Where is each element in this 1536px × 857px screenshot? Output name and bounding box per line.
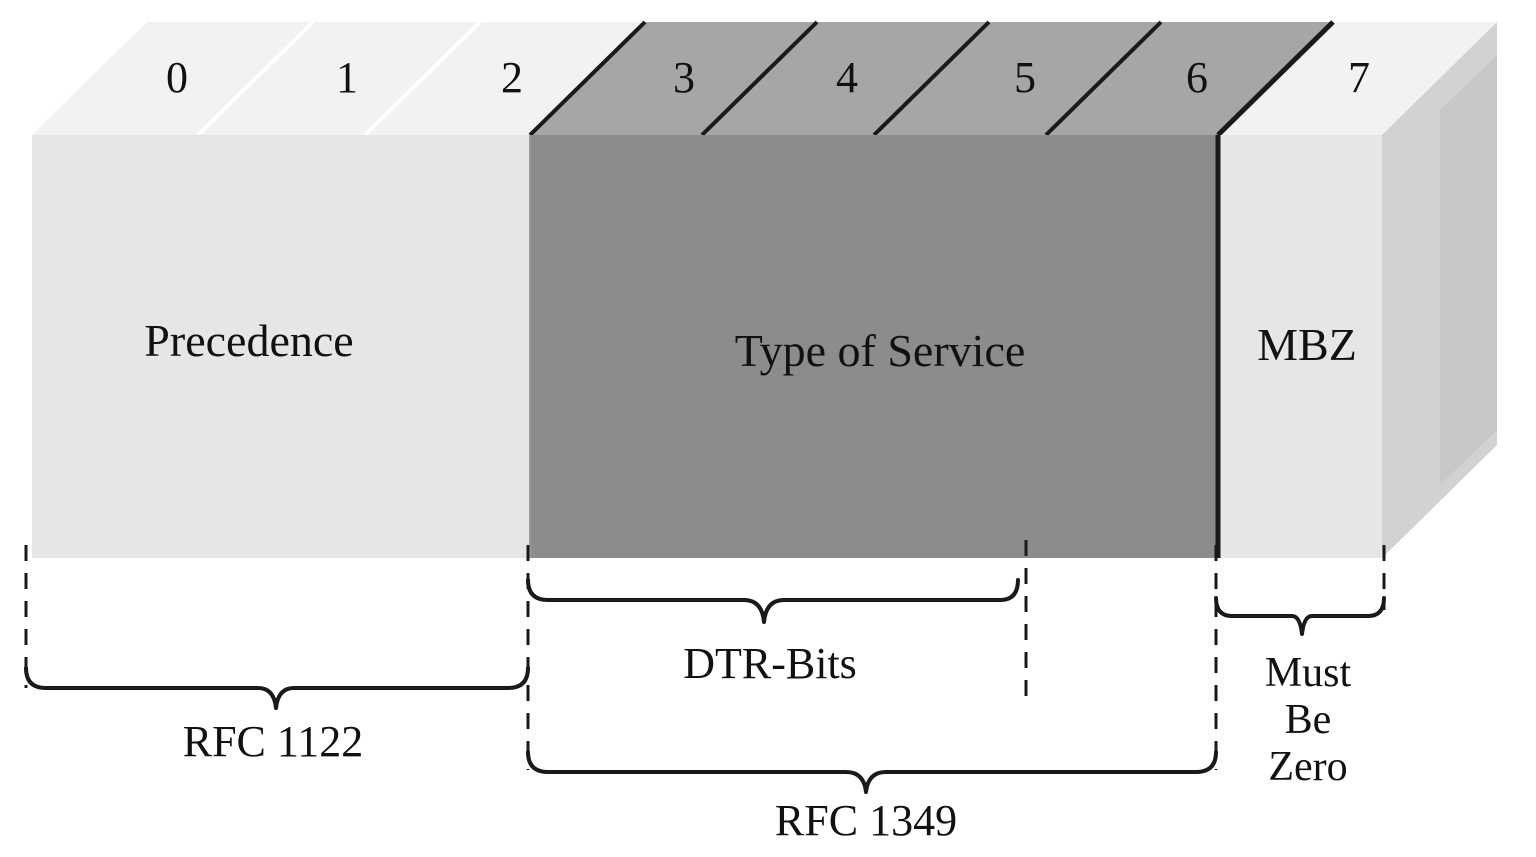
brace-label-rfc-1122: RFC 1122 xyxy=(183,717,364,766)
top-edge-tos-start xyxy=(528,20,647,137)
bit-numbers: 0 1 2 3 4 5 6 7 xyxy=(166,53,1370,102)
bit-label-1: 1 xyxy=(336,53,358,102)
field-label-type-of-service: Type of Service xyxy=(735,325,1026,376)
bit-label-5: 5 xyxy=(1014,53,1036,102)
top-face-precedence xyxy=(32,22,645,135)
divider-0-1 xyxy=(196,20,315,137)
must-be-zero-line-2: Be xyxy=(1285,697,1332,743)
brace-label-rfc-1349: RFC 1349 xyxy=(775,796,957,845)
brace-label-dtr-bits: DTR-Bits xyxy=(683,639,857,688)
field-label-precedence: Precedence xyxy=(144,315,353,366)
brace-rfc-1122 xyxy=(24,666,530,710)
divider-3-4 xyxy=(700,20,819,137)
field-type-of-service-box xyxy=(530,135,1218,558)
divider-5-6 xyxy=(1044,20,1163,137)
field-mbz-box xyxy=(1218,135,1382,558)
braces xyxy=(24,578,1386,794)
divider-4-5 xyxy=(872,20,991,137)
side-face-shade xyxy=(1440,55,1497,485)
brace-dtr-bits xyxy=(526,578,1020,624)
top-face-mbz xyxy=(1218,22,1497,135)
top-edge-tos-end xyxy=(1216,20,1335,137)
brace-rfc-1349 xyxy=(526,750,1218,794)
bit-label-4: 4 xyxy=(836,53,858,102)
bit-label-0: 0 xyxy=(166,53,188,102)
top-cell-dividers xyxy=(196,20,1163,137)
bit-label-6: 6 xyxy=(1186,53,1208,102)
brace-must-be-zero xyxy=(1214,596,1386,636)
bit-label-7: 7 xyxy=(1348,53,1370,102)
must-be-zero-line-3: Zero xyxy=(1268,744,1347,790)
field-label-mbz: MBZ xyxy=(1257,319,1357,370)
brace-label-must-be-zero: Must Be Zero xyxy=(1265,650,1352,790)
field-precedence-box xyxy=(32,135,530,558)
bit-label-2: 2 xyxy=(501,53,523,102)
divider-1-2 xyxy=(363,20,482,137)
must-be-zero-line-1: Must xyxy=(1265,650,1352,696)
bit-label-3: 3 xyxy=(673,53,695,102)
